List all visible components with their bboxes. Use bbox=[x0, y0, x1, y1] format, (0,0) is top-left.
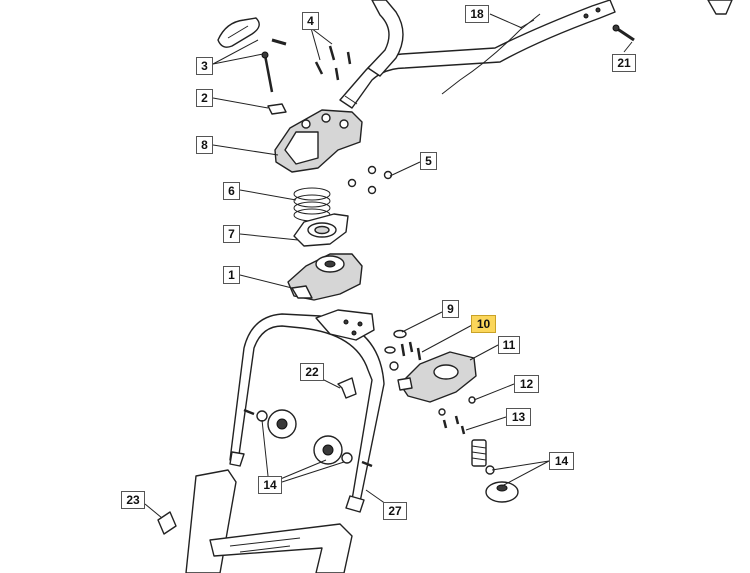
part-label-6: 6 bbox=[223, 182, 240, 200]
washers-9 bbox=[384, 329, 407, 354]
part-label-14-left: 14 bbox=[258, 476, 282, 494]
upper-handle-tube bbox=[339, 0, 733, 109]
adjuster-plate-7 bbox=[293, 213, 349, 247]
knob-left bbox=[256, 409, 353, 465]
mower-deck bbox=[185, 469, 353, 573]
lower-handle-27 bbox=[229, 309, 385, 513]
part-label-4: 4 bbox=[302, 12, 319, 30]
bracket-11 bbox=[397, 351, 477, 403]
spring-right bbox=[471, 439, 495, 475]
part-label-9: 9 bbox=[442, 300, 459, 318]
bracket-22 bbox=[337, 377, 357, 399]
bolt-21 bbox=[612, 24, 635, 42]
bolts-10 bbox=[389, 341, 422, 371]
part-label-22: 22 bbox=[300, 363, 324, 381]
part-label-10-highlighted: 10 bbox=[471, 315, 496, 333]
part-label-21: 21 bbox=[612, 54, 636, 72]
bolts-4 bbox=[314, 45, 352, 81]
bolts-13 bbox=[442, 415, 466, 435]
part-label-8: 8 bbox=[196, 136, 213, 154]
part-label-11: 11 bbox=[498, 336, 520, 354]
part-label-13: 13 bbox=[506, 408, 531, 426]
part-label-18: 18 bbox=[465, 5, 489, 23]
part-label-5: 5 bbox=[420, 152, 437, 170]
part-label-2: 2 bbox=[196, 89, 213, 107]
part-label-14-right: 14 bbox=[549, 452, 574, 470]
part-label-12: 12 bbox=[514, 375, 539, 393]
part-label-1: 1 bbox=[223, 266, 240, 284]
upper-housing-8 bbox=[274, 109, 363, 173]
part-label-3: 3 bbox=[196, 57, 213, 75]
washers-12 bbox=[438, 396, 476, 416]
clip-23 bbox=[157, 511, 177, 535]
nuts-5 bbox=[347, 165, 393, 195]
knob-right bbox=[485, 481, 519, 503]
part-label-27: 27 bbox=[383, 502, 407, 520]
part-label-7: 7 bbox=[223, 225, 240, 243]
part-label-23: 23 bbox=[121, 491, 145, 509]
washer-2 bbox=[267, 103, 287, 115]
clamp-lever bbox=[217, 17, 287, 93]
lower-housing-1 bbox=[287, 253, 363, 301]
leader-lines bbox=[144, 13, 633, 519]
